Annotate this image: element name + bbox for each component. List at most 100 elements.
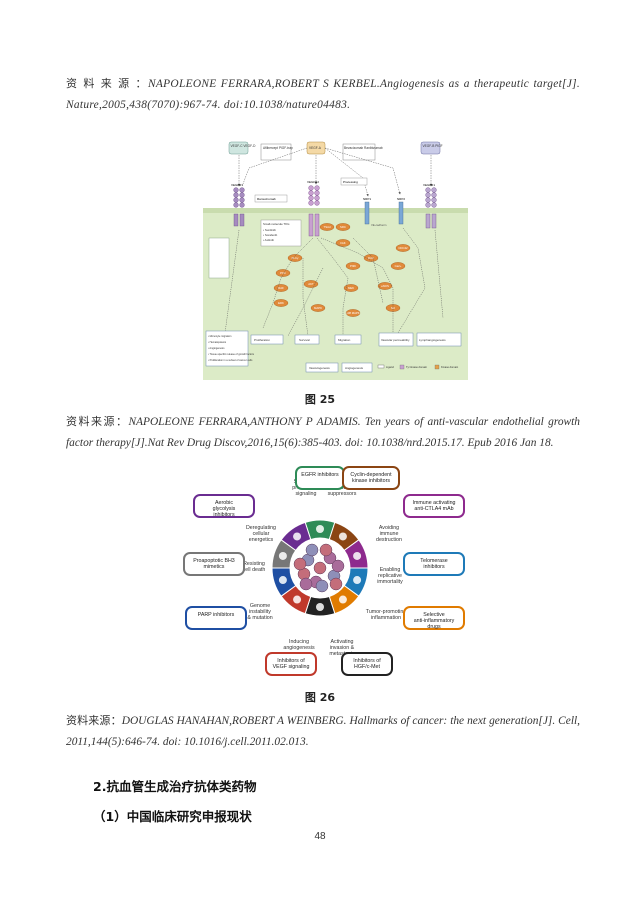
outcome-proliferation xyxy=(250,334,284,345)
section-subheading: （1）中国临床研究申报现状 xyxy=(93,809,252,824)
signal-node-label: PLCγ xyxy=(292,256,299,260)
processing-box xyxy=(340,177,368,186)
outcome-survival xyxy=(294,334,320,345)
signal-node: PI3K xyxy=(345,262,361,270)
drug-box: PARP inhibitors xyxy=(185,606,247,630)
tumor-cell xyxy=(299,577,313,591)
signal-node-label: MAPK xyxy=(314,306,322,310)
signal-node: Ca2+ xyxy=(390,262,406,270)
svg-text:Vasculogenesis: Vasculogenesis xyxy=(309,366,330,370)
outcome-migration xyxy=(334,334,362,345)
signal-node: MEK xyxy=(343,284,359,292)
tumor-cell xyxy=(313,561,327,575)
svg-text:Migration: Migration xyxy=(338,338,351,342)
svg-text:Kinase domain: Kinase domain xyxy=(441,365,459,369)
outcome-permeability xyxy=(378,332,414,347)
citation-text: NAPOLEONE FERRARA,ANTHONY P ADAMIS. Ten … xyxy=(66,416,581,449)
receptor-vegfr1: VEGFR1 xyxy=(423,183,437,229)
hallmarks-wheel xyxy=(271,519,369,617)
figure-26-caption: 图 26 xyxy=(304,691,336,704)
processing-label: Processing xyxy=(343,180,358,184)
fig25-legend: Ligand Tyr kinase domain Kinase domain xyxy=(377,364,459,370)
signal-node-label: SRC xyxy=(340,225,346,229)
citation-1: 资 料 来 源 ：NAPOLEONE FERRARA,ROBERT S KERB… xyxy=(66,73,580,116)
hallmark-labels: SustainingproliferativesignalingEvadingg… xyxy=(243,479,407,657)
hallmark-icon xyxy=(353,551,362,560)
svg-text:Lymphangiogenesis: Lymphangiogenesis xyxy=(419,338,446,342)
citation-text: NAPOLEONE FERRARA,ROBERT S KERBEL.Angiog… xyxy=(66,78,580,111)
drug-label-aflibercept: Aflibercept PlGF-trap xyxy=(263,146,293,150)
citation-label: 资 料 来 源 ： xyxy=(66,77,148,90)
outcome-lymphangiogenesis xyxy=(416,332,462,347)
signal-node: SRC xyxy=(335,223,351,231)
signal-node: PKC xyxy=(275,269,291,277)
signal-node: TSAd xyxy=(319,223,335,231)
ramucirumab-label: Ramucirumab xyxy=(257,197,276,201)
tumor-cell xyxy=(331,559,345,573)
function-item: • Tissue-specific release of growth fact… xyxy=(208,353,255,356)
svg-text:VEGFR2: VEGFR2 xyxy=(307,180,319,184)
receptor-vegfr3: VEGFR3 xyxy=(231,183,245,227)
tumor-cell-cluster xyxy=(293,543,345,593)
function-item: • Hematopoiesis xyxy=(208,341,227,344)
hallmark-icon xyxy=(338,595,347,604)
svg-text:Tyr kinase domain: Tyr kinase domain xyxy=(406,365,428,369)
hallmark-icon xyxy=(278,551,287,560)
tki-label: Small-molecule TKIs xyxy=(263,222,290,226)
citation-3: 资料来源：DOUGLAS HANAHAN,ROBERT A WEINBERG. … xyxy=(66,710,580,753)
signal-node-label: CDC42 xyxy=(398,246,408,250)
signal-node: RAF xyxy=(273,284,289,292)
function-item: • Monocyte migration xyxy=(208,335,232,338)
hallmark-icon xyxy=(293,595,302,604)
ramucirumab-box xyxy=(254,194,288,203)
figure-25-caption: 图 25 xyxy=(304,393,336,406)
drug-box: EGFR inhibitors xyxy=(295,466,345,490)
signal-node-label: FAK xyxy=(340,241,345,245)
svg-text:Proliferation: Proliferation xyxy=(254,338,270,342)
signal-node-label: AKT xyxy=(308,282,314,286)
ve-cadherin-label: VE-cadherin xyxy=(371,223,387,227)
membrane xyxy=(203,208,468,213)
tumor-cell xyxy=(319,543,333,557)
hallmark-icon xyxy=(338,532,347,541)
signal-node-label: Ca2+ xyxy=(395,264,402,268)
citation-label: 资料来源： xyxy=(66,714,122,727)
svg-text:Angiogenesis: Angiogenesis xyxy=(345,366,364,370)
vegfr1-functions-box xyxy=(205,330,249,367)
signal-node-label: TSAd xyxy=(324,225,331,229)
receptor-nrp2: NRP2 xyxy=(397,197,405,225)
signal-node: eNOS xyxy=(377,282,393,290)
svg-text:VEGFR3: VEGFR3 xyxy=(231,183,243,187)
ligand-label-vegfc: VEGF-C VEGF-D xyxy=(231,144,257,148)
hallmark-icon xyxy=(353,576,362,585)
svg-text:NRP1: NRP1 xyxy=(363,197,371,201)
section-heading: 2.抗血管生成治疗抗体类药物 xyxy=(93,779,257,794)
tumor-cell xyxy=(329,577,343,591)
drug-box-aflibercept xyxy=(260,143,292,161)
tumor-cell xyxy=(305,543,319,557)
signal-node-label: NO xyxy=(391,306,396,310)
svg-text:NRP2: NRP2 xyxy=(397,197,405,201)
receptor-nrp1: NRP1 xyxy=(363,197,371,225)
signal-node: ERK xyxy=(273,299,289,307)
receptor-vegfr2: VEGFR2 xyxy=(307,180,320,237)
signal-node-label: RAF xyxy=(278,286,284,290)
